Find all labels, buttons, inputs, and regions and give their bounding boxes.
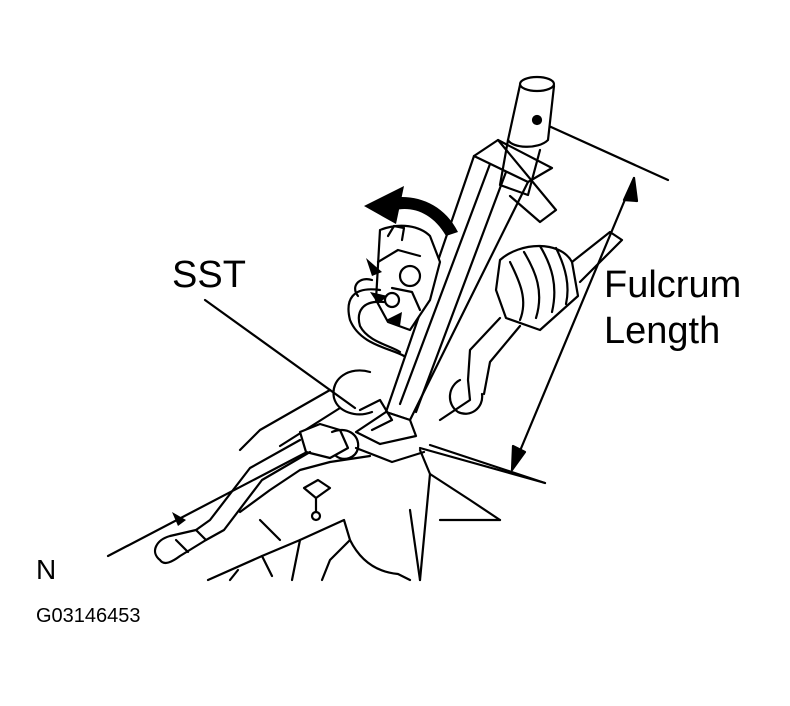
sst-label: SST xyxy=(172,254,246,296)
tie-rod xyxy=(153,438,372,565)
body-edge-line xyxy=(418,446,547,485)
mount-bracket xyxy=(298,398,426,464)
dimension-arrowhead-bottom xyxy=(510,444,527,472)
curved-arrow-icon xyxy=(364,186,458,236)
arrowhead-icon xyxy=(172,258,402,526)
dimension-line xyxy=(510,176,636,472)
dimension-arrowhead-top xyxy=(622,176,639,203)
dimension-extension-top xyxy=(538,120,670,182)
fulcrum-length-label-line1: Fulcrum xyxy=(604,264,742,306)
extension-shaft xyxy=(498,75,556,197)
figure-id-label: G03146453 xyxy=(36,605,141,627)
mount-bolt xyxy=(302,478,332,522)
steering-gear-housing xyxy=(374,224,442,332)
rack-boot xyxy=(494,230,624,332)
floor-line xyxy=(106,438,332,558)
hydraulic-lines xyxy=(347,278,406,358)
fulcrum-length-label-line2: Length xyxy=(604,310,721,352)
vehicle-body xyxy=(206,448,502,582)
orientation-label: N xyxy=(36,554,57,585)
sst-wrench xyxy=(354,138,558,446)
